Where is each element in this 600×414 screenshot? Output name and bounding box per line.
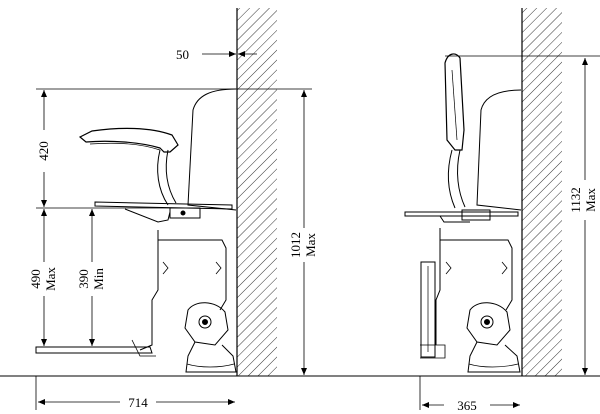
dim-seat-height-max-label: Max (43, 267, 58, 291)
dim-overall-height-value: 1012 (288, 232, 303, 258)
dim-armrest-height: 420 (36, 141, 51, 161)
dim-folded-height-value: 1132 (568, 187, 583, 213)
right-wall (521, 8, 562, 376)
dim-depth-open: 714 (128, 395, 148, 410)
dim-wall-gap: 50 (176, 47, 189, 62)
dimension-lines-left (35, 51, 312, 410)
dimension-lines-right (419, 55, 600, 410)
dim-seat-height-max-value: 490 (28, 269, 43, 289)
dim-folded-height-label: Max (583, 188, 598, 212)
left-wall (236, 8, 277, 376)
dim-depth-folded: 365 (457, 398, 477, 413)
dim-seat-height-min-label: Min (91, 268, 106, 290)
dim-seat-height-min-value: 390 (76, 269, 91, 289)
dim-overall-height-label: Max (303, 233, 318, 257)
stairlift-folded (404, 53, 522, 373)
stairlift-unfolded (35, 88, 237, 373)
